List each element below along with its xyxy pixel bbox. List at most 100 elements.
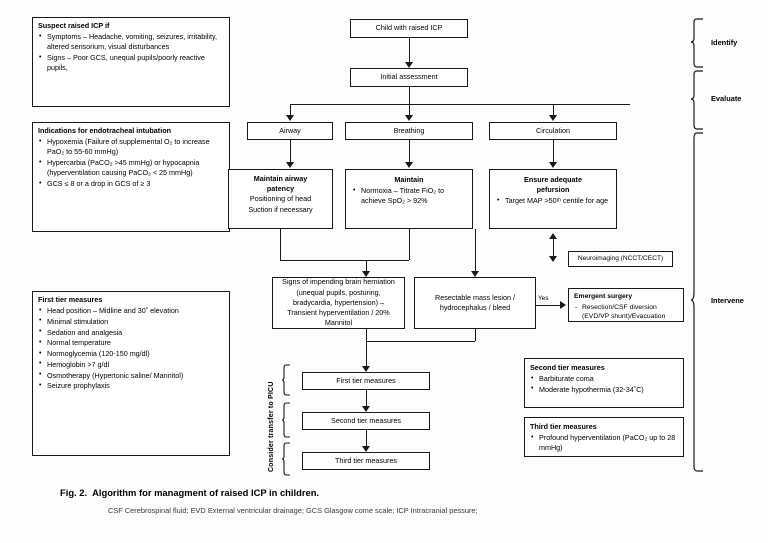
node-heading-line2: pefursion [536,185,570,195]
figure-number: Fig. 2. [60,487,88,498]
list-item: Symptoms – Headache, vomiting, seizures,… [39,32,224,52]
panel-first-tier-list: Head position – Midline and 30˚ elevatio… [38,306,224,391]
label-consider-transfer-to-picu: Consider transfer to PICU [268,381,275,472]
connector-circulation-to-detail [553,140,554,164]
panel-intubation-heading: Indications for endotracheal intubation [38,126,171,135]
arrowhead-down [549,115,557,121]
brace-tier-second [281,402,291,438]
panel-intubation-indications: Indications for endotracheal intubation … [32,122,230,232]
node-child-with-raised-icp: Child with raised ICP [350,19,468,38]
arrowhead-down [362,446,370,452]
node-emergent-surgery: Emergent surgery Resection/CSF diversion… [568,288,684,322]
node-circulation: Circulation [489,122,617,140]
connector-resectable-down [475,329,476,341]
list-item: Barbiturate coma [531,374,678,384]
node-list: Resection/CSF diversion (EVD/VP shunt)/E… [574,303,678,322]
connector-airway-to-detail [290,140,291,164]
node-label: Second tier measures [331,415,401,425]
brace-intervene [690,132,704,472]
list-item: Hypoxemia (Failure of supplemental O₂ to… [39,137,224,157]
arrowhead-down [362,271,370,277]
panel-first-tier-heading: First tier measures [38,295,103,304]
connector-abc-bus [290,104,630,105]
list-item: Head position – Midline and 30˚ elevatio… [39,306,224,316]
stage-label-intervene: Intervene [711,296,744,305]
list-item: Seizure prophylaxis [39,381,224,391]
connector-second-to-third-tier [366,430,367,450]
stage-label-identify: Identify [711,38,738,47]
stage-label-evaluate: Evaluate [711,94,742,103]
node-airway: Airway [247,122,333,140]
node-initial-assessment: Initial assessment [350,68,468,87]
node-resectable-mass-lesion: Resectable mass lesion / hydrocephalus /… [414,277,536,329]
connector-assessment-down [409,87,410,104]
arrowhead-down [549,256,557,262]
node-label: Neuroimaging (NCCT/CECT) [577,255,664,263]
node-breathing: Breathing [345,122,473,140]
node-heading: Emergent surgery [574,293,633,300]
panel-second-tier-heading: Second tier measures [530,363,605,372]
node-third-tier-measures: Third tier measures [302,452,430,470]
panel-suspect-list: Symptoms – Headache, vomiting, seizures,… [38,32,224,73]
node-detail-line: Positioning of head [249,194,312,204]
arrowhead-down [286,162,294,168]
list-item: Sedation and analgesia [39,327,224,338]
node-label: Child with raised ICP [375,23,443,33]
list-item: Target MAP >50ᵗʰ centile for age [497,196,610,206]
node-label: Breathing [393,125,425,135]
panel-first-tier-measures: First tier measures Head position – Midl… [32,291,230,456]
node-label: First tier measures [336,375,396,385]
node-label: Third tier measures [335,455,397,465]
panel-second-tier-list: Barbiturate coma Moderate hypothermia (3… [530,374,678,395]
node-label: Circulation [536,125,570,135]
node-detail-line: Suction if necessary [248,204,313,214]
list-item: Hypercarbia (PaCO₂ >45 mmHg) or hypocapn… [39,158,224,178]
node-list: Target MAP >50ᵗʰ centile for age [496,196,610,206]
panel-third-tier-heading: Third tier measures [530,422,597,431]
brace-tier-first [281,364,291,396]
arrowhead-down [471,271,479,277]
connector-herniation-bus-right [366,260,409,261]
node-heading-line1: Ensure adequate [524,175,582,184]
brace-evaluate [690,70,704,130]
connector-airway-detail-down [280,229,281,260]
node-label: Signs of impending brain herniation (une… [282,277,395,328]
list-item: Signs – Poor GCS, unequal pupils/poorly … [39,53,224,73]
node-heading-line1: Maintain airway [253,174,308,183]
node-heading-line2: patency [266,184,295,194]
list-item: Normoxia – Titrate FiO₂ to achieve SpO₂ … [353,186,466,206]
node-neuroimaging: Neuroimaging (NCCT/CECT) [568,251,673,267]
arrowhead-right [560,301,566,309]
panel-second-tier-measures: Second tier measures Barbiturate coma Mo… [524,358,684,408]
list-item: Normoglycemia (120-150 mg/dl) [39,349,224,359]
panel-third-tier-list: Profound hyperventilation (PaCO₂ up to 2… [530,433,678,453]
arrowhead-down [405,115,413,121]
connector-drop-breathing [409,104,410,117]
node-maintain-breathing: Maintain Normoxia – Titrate FiO₂ to achi… [345,169,473,229]
connector-resectable-left [366,341,475,342]
figure-caption: Fig. 2. Algorithm for managment of raised… [60,487,319,498]
arrowhead-down [286,115,294,121]
panel-intubation-list: Hypoxemia (Failure of supplemental O₂ to… [38,137,224,189]
panel-third-tier-measures: Third tier measures Profound hyperventil… [524,417,684,457]
list-item: GCS ≤ 8 or a drop in GCS of ≥ 3 [39,179,224,189]
arrowhead-down [549,162,557,168]
node-maintain-airway-patency: Maintain airway patency Positioning of h… [228,169,333,229]
node-ensure-adequate-perfusion: Ensure adequate pefursion Target MAP >50… [489,169,617,229]
node-label: Resectable mass lesion / hydrocephalus /… [435,293,515,313]
node-heading: Maintain [394,175,424,184]
brace-tier-third [281,442,291,476]
connector-drop-circulation [553,104,554,117]
node-first-tier-measures: First tier measures [302,372,430,390]
connector-herniation-down [366,329,367,369]
panel-suspect-raised-icp: Suspect raised ICP if Symptoms – Headach… [32,17,230,107]
figure-caption-title: Algorithm for managment of raised ICP in… [92,487,320,498]
connector-first-to-second-tier [366,390,367,410]
connector-start-to-assessment [409,38,410,65]
arrowhead-down [405,162,413,168]
list-item: Normal temperature [39,338,224,348]
panel-suspect-heading: Suspect raised ICP if [38,21,110,30]
connector-resectable-yes [536,305,563,306]
connector-herniation-drop [366,260,367,273]
